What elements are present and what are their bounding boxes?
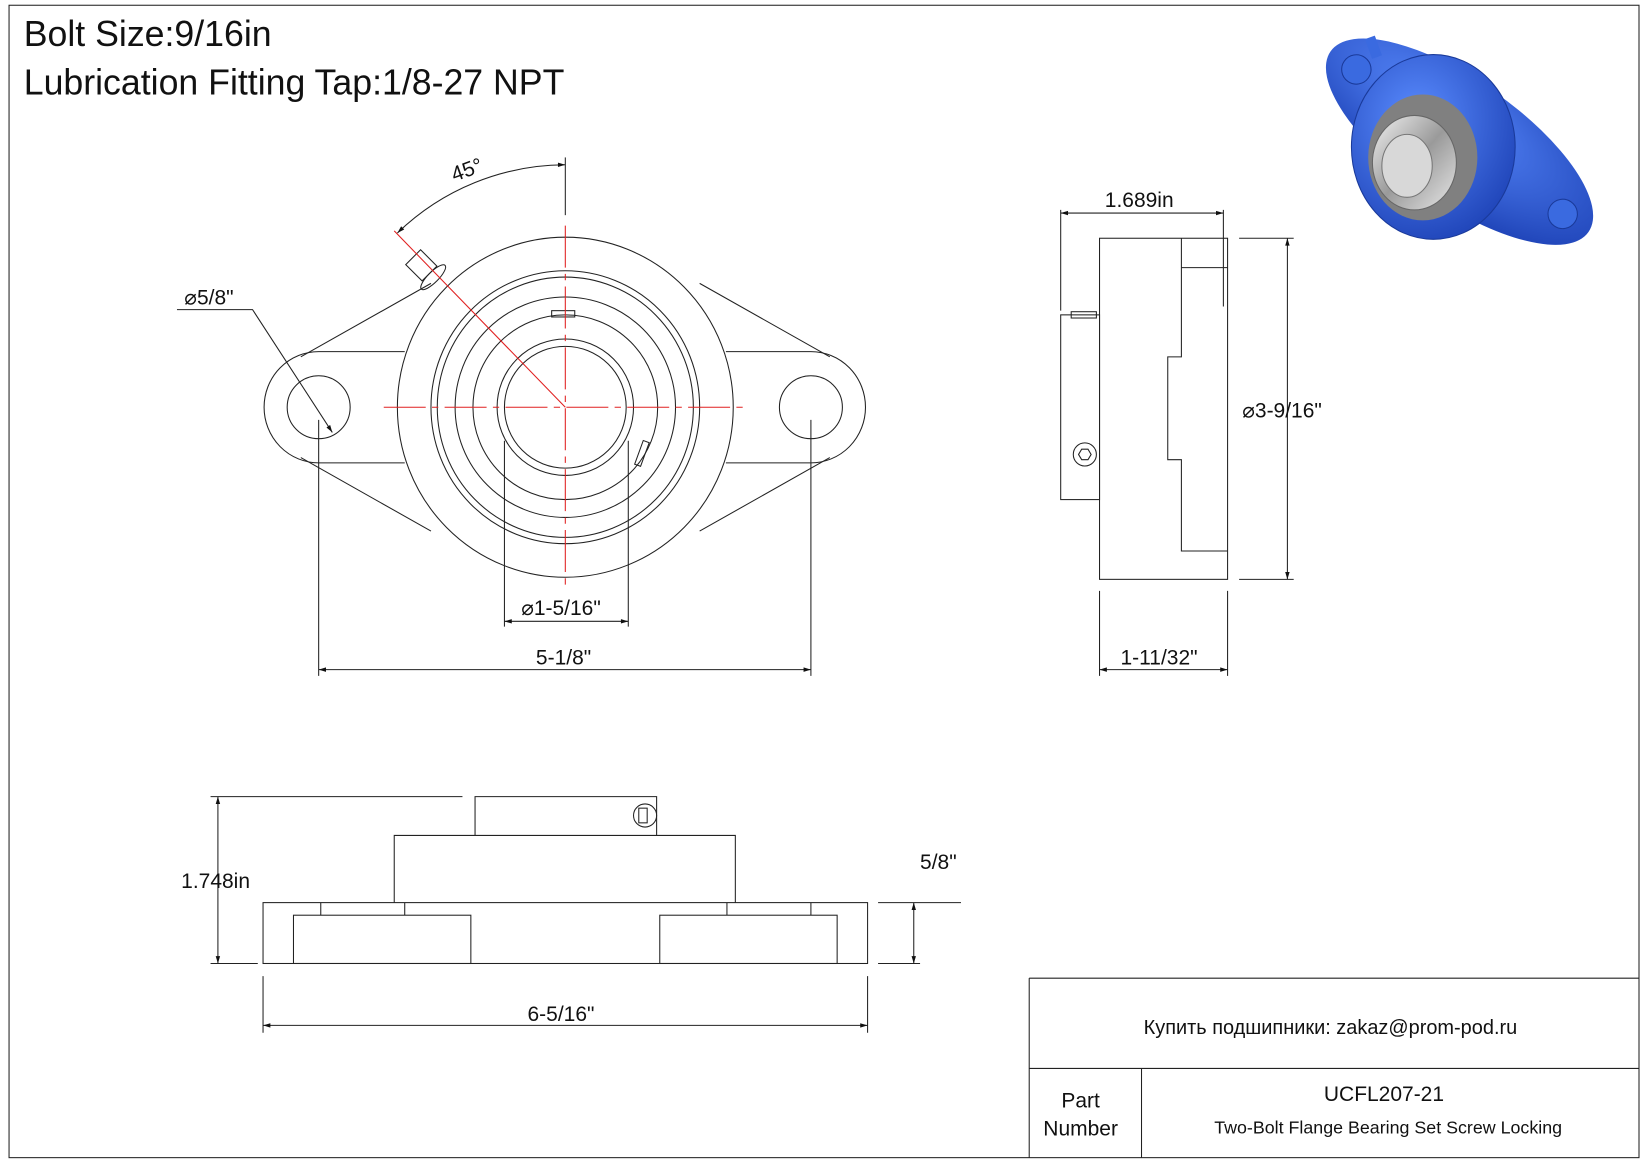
contact-text: Купить подшипники: zakaz@prom-pod.ru	[1144, 1017, 1518, 1039]
sheet-border	[8, 4, 1640, 1159]
front-view: 45° ⌀5/8" ⌀1-5/16" 5-1/8"	[176, 154, 866, 676]
width-top-label: 1.689in	[1105, 189, 1174, 212]
side-view: 1.689in ⌀3-9/16" 1-11/32"	[1060, 189, 1322, 676]
height-label: 1.748in	[181, 870, 250, 893]
bolt-size-label: Bolt Size:9/16in	[24, 14, 272, 54]
lubrication-label: Lubrication Fitting Tap:1/8-27 NPT	[24, 62, 565, 102]
width-bottom-label: 1-11/32"	[1121, 646, 1198, 669]
bore-diameter-label: 1-5/16"	[534, 597, 601, 620]
title-block: Купить подшипники: zakaz@prom-pod.ru Par…	[1028, 977, 1639, 1158]
flange-thickness-label: 5/8"	[920, 851, 957, 874]
diameter-symbol: ⌀	[184, 286, 197, 309]
housing-diameter-label: 3-9/16"	[1255, 400, 1322, 423]
overall-length-label: 6-5/16"	[528, 1003, 595, 1026]
svg-text:⌀3-9/16": ⌀3-9/16"	[1242, 400, 1322, 423]
part-number: UCFL207-21	[1324, 1083, 1444, 1106]
svg-text:⌀5/8": ⌀5/8"	[184, 286, 233, 309]
part-description: Two-Bolt Flange Bearing Set Screw Lockin…	[1214, 1118, 1562, 1138]
bolt-spacing-label: 5-1/8"	[536, 646, 591, 669]
svg-text:⌀1-5/16": ⌀1-5/16"	[521, 597, 601, 620]
bottom-view: 1.748in 5/8" 6-5/16"	[181, 796, 961, 1033]
part-label-line1: Part	[1061, 1089, 1100, 1112]
hole-diameter-label: 5/8"	[197, 286, 234, 309]
bearing-3d-render	[1325, 35, 1594, 245]
part-label-line2: Number	[1043, 1118, 1118, 1141]
angle-label: 45°	[448, 154, 486, 186]
